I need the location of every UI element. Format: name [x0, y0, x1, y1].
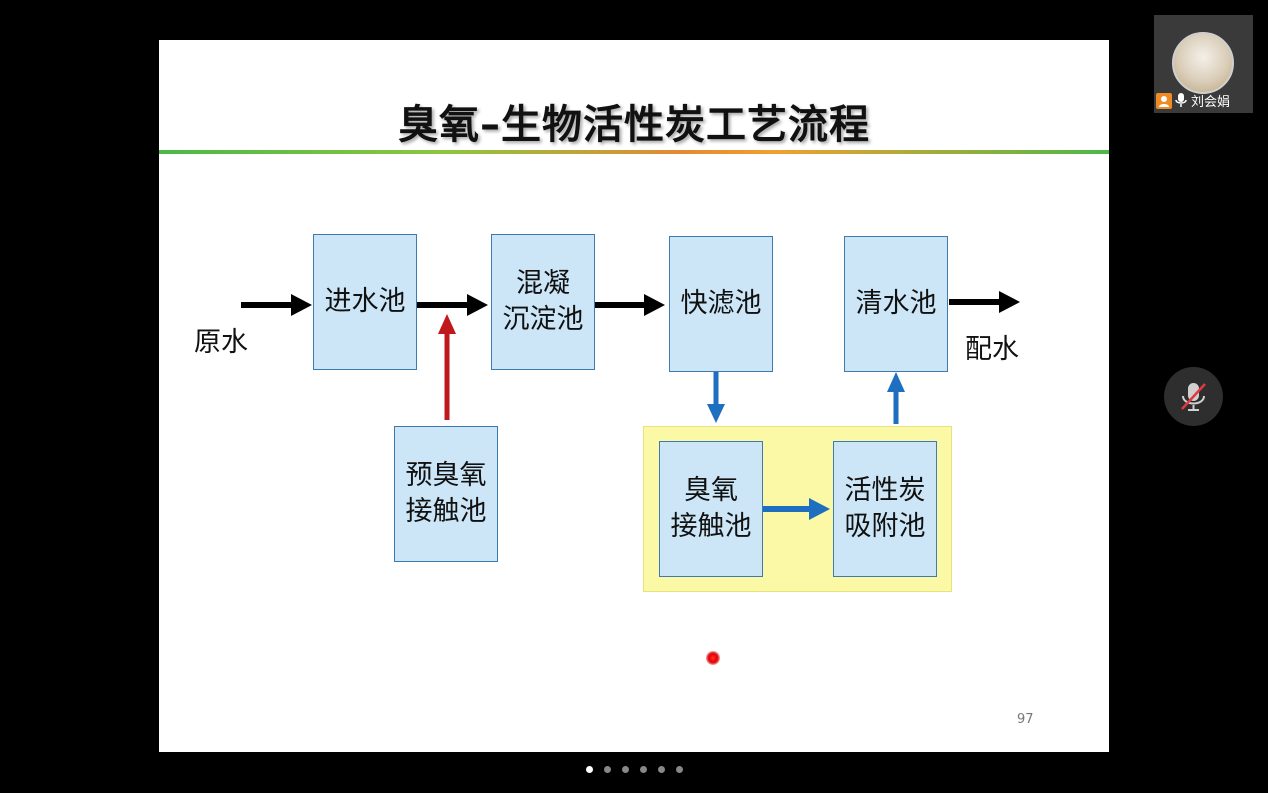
arrow-filter-down [707, 372, 725, 423]
mute-toggle-button[interactable] [1164, 367, 1223, 426]
presentation-slide: 臭氧–生物活性炭工艺流程 [159, 40, 1109, 752]
flow-arrows [241, 291, 1020, 520]
arrow-inlet-to-coagulation [416, 294, 488, 316]
box-text-line: 混凝 [516, 268, 570, 299]
raw-water-label: 原水 [194, 327, 248, 358]
participant-video-tile[interactable]: 刘会娟 [1154, 15, 1253, 113]
box-text-line: 沉淀池 [502, 304, 584, 335]
clear-water-tank-box: 清水池 [844, 236, 948, 372]
box-text-line: 快滤池 [680, 288, 762, 319]
pre-ozone-contact-box: 预臭氧 接触池 [394, 426, 498, 562]
box-text-line: 清水池 [855, 288, 937, 319]
laser-pointer [706, 651, 720, 665]
box-text-line: 臭氧 [684, 475, 738, 506]
box-text-line: 预臭氧 [405, 460, 487, 491]
box-text-line: 接触池 [405, 496, 487, 527]
title-divider [159, 150, 1109, 154]
arrow-carbon-up [887, 372, 905, 424]
ozone-contact-box: 臭氧 接触池 [659, 441, 763, 577]
page-dot[interactable] [640, 766, 647, 773]
microphone-icon [1175, 92, 1187, 112]
participant-name: 刘会娟 [1191, 95, 1231, 110]
page-dot[interactable] [622, 766, 629, 773]
box-text-line: 接触池 [670, 511, 752, 542]
arrow-coagulation-to-filter [595, 294, 665, 316]
page-dot[interactable] [676, 766, 683, 773]
host-icon [1156, 93, 1172, 109]
activated-carbon-box: 活性炭 吸附池 [833, 441, 937, 577]
arrow-pre-ozone-up [438, 314, 456, 420]
arrow-ozone-to-carbon [763, 498, 830, 520]
inlet-tank-box: 进水池 [313, 234, 417, 370]
page-number: 97 [1017, 712, 1034, 727]
coagulation-tank-box: 混凝 沉淀池 [491, 234, 595, 370]
arrow-clear-to-distribution [949, 291, 1020, 313]
fast-filter-box: 快滤池 [669, 236, 773, 372]
distribution-water-label: 配水 [965, 334, 1019, 365]
slide-title: 臭氧–生物活性炭工艺流程 [398, 102, 870, 148]
microphone-muted-icon [1181, 383, 1206, 411]
box-text-line: 吸附池 [844, 511, 926, 542]
box-text-line: 活性炭 [844, 475, 926, 506]
page-dot[interactable] [658, 766, 665, 773]
box-text-line: 进水池 [324, 286, 406, 317]
page-dot[interactable] [586, 766, 593, 773]
avatar [1172, 32, 1234, 94]
page-dot[interactable] [604, 766, 611, 773]
arrow-raw-to-inlet [241, 294, 312, 316]
